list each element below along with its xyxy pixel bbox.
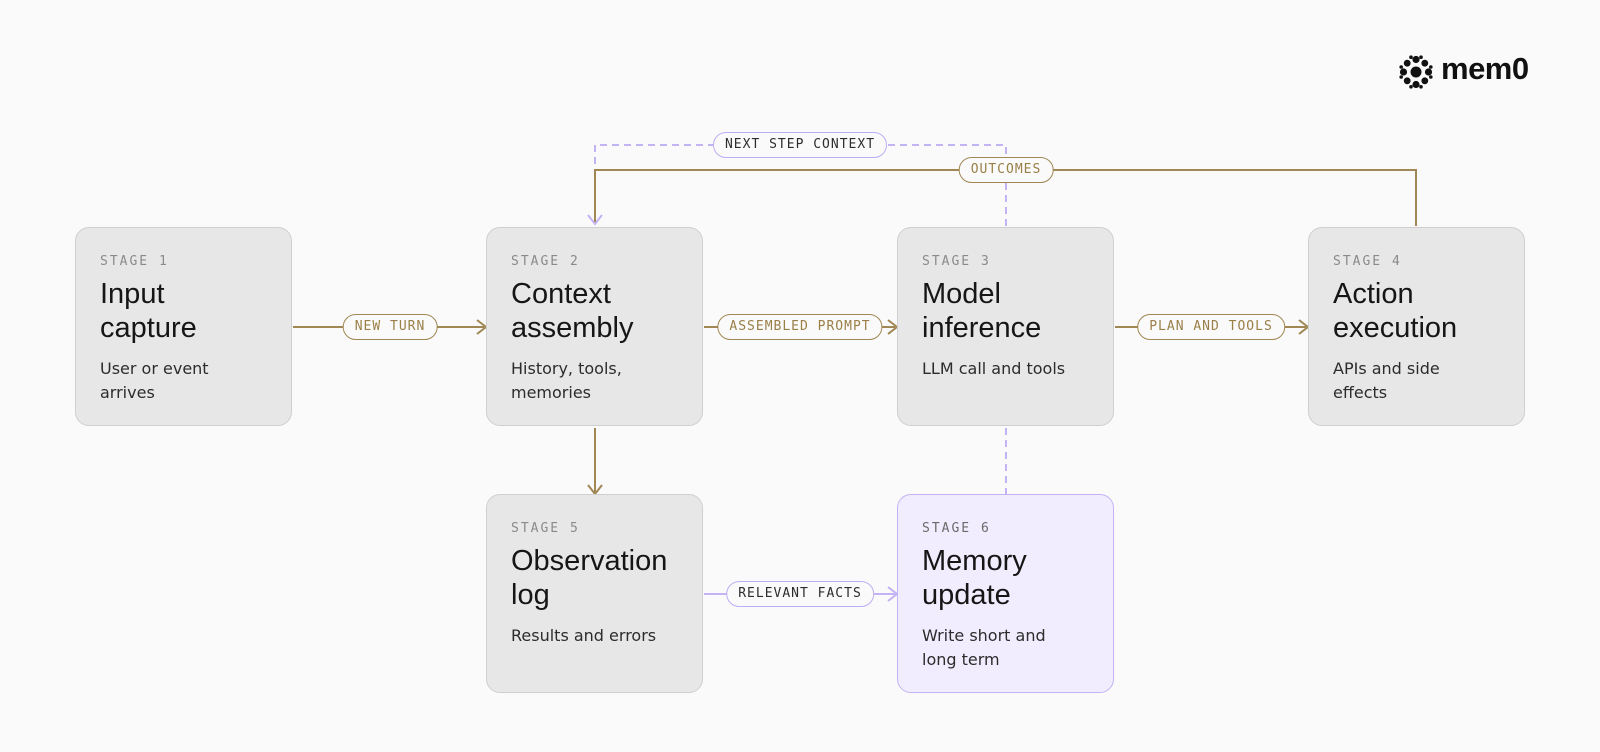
- stage-title: Memory update: [922, 545, 1027, 611]
- stage-description: Write short and long term: [922, 626, 1046, 669]
- stage-title: Context assembly: [511, 278, 634, 344]
- stage-title: Observation log: [511, 545, 668, 611]
- stage-description: History, tools, memories: [511, 359, 622, 402]
- stage-2-context-assembly: STAGE 2 Context assembly History, tools,…: [486, 227, 703, 426]
- stage-label: STAGE 6: [922, 521, 991, 536]
- stage-label: STAGE 5: [511, 521, 580, 536]
- stage-description: APIs and side effects: [1333, 359, 1440, 402]
- stage-label: STAGE 2: [511, 254, 580, 269]
- stage-title: Input capture: [100, 278, 197, 344]
- edge-label-plan-and-tools: PLAN AND TOOLS: [1137, 314, 1285, 340]
- next-step-context-arrowhead: [587, 214, 603, 226]
- stage-description: User or event arrives: [100, 359, 209, 402]
- stage-title: Action execution: [1333, 278, 1458, 344]
- stage-title: Model inference: [922, 278, 1042, 344]
- edge-label-next-step-context: NEXT STEP CONTEXT: [712, 132, 888, 158]
- stage-3-model-inference: STAGE 3 Model inference LLM call and too…: [897, 227, 1114, 426]
- edge-label-assembled-prompt: ASSEMBLED PROMPT: [717, 314, 883, 340]
- edge-label-relevant-facts: RELEVANT FACTS: [726, 581, 874, 607]
- stage-5-observation-log: STAGE 5 Observation log Results and erro…: [486, 494, 703, 693]
- stage-1-input-capture: STAGE 1 Input capture User or event arri…: [75, 227, 292, 426]
- stage-description: Results and errors: [511, 626, 657, 645]
- stage-4-action-execution: STAGE 4 Action execution APIs and side e…: [1308, 227, 1525, 426]
- edge-label-new-turn: NEW TURN: [342, 314, 438, 340]
- stage-6-memory-update: STAGE 6 Memory update Write short and lo…: [897, 494, 1114, 693]
- stage-description: LLM call and tools: [922, 359, 1066, 378]
- stage-label: STAGE 3: [922, 254, 991, 269]
- brand-name: mem0: [1441, 51, 1529, 86]
- stage-label: STAGE 4: [1333, 254, 1402, 269]
- flower-dots-icon: [1399, 55, 1433, 89]
- stage-label: STAGE 1: [100, 254, 169, 269]
- edge-label-outcomes: OUTCOMES: [958, 157, 1054, 183]
